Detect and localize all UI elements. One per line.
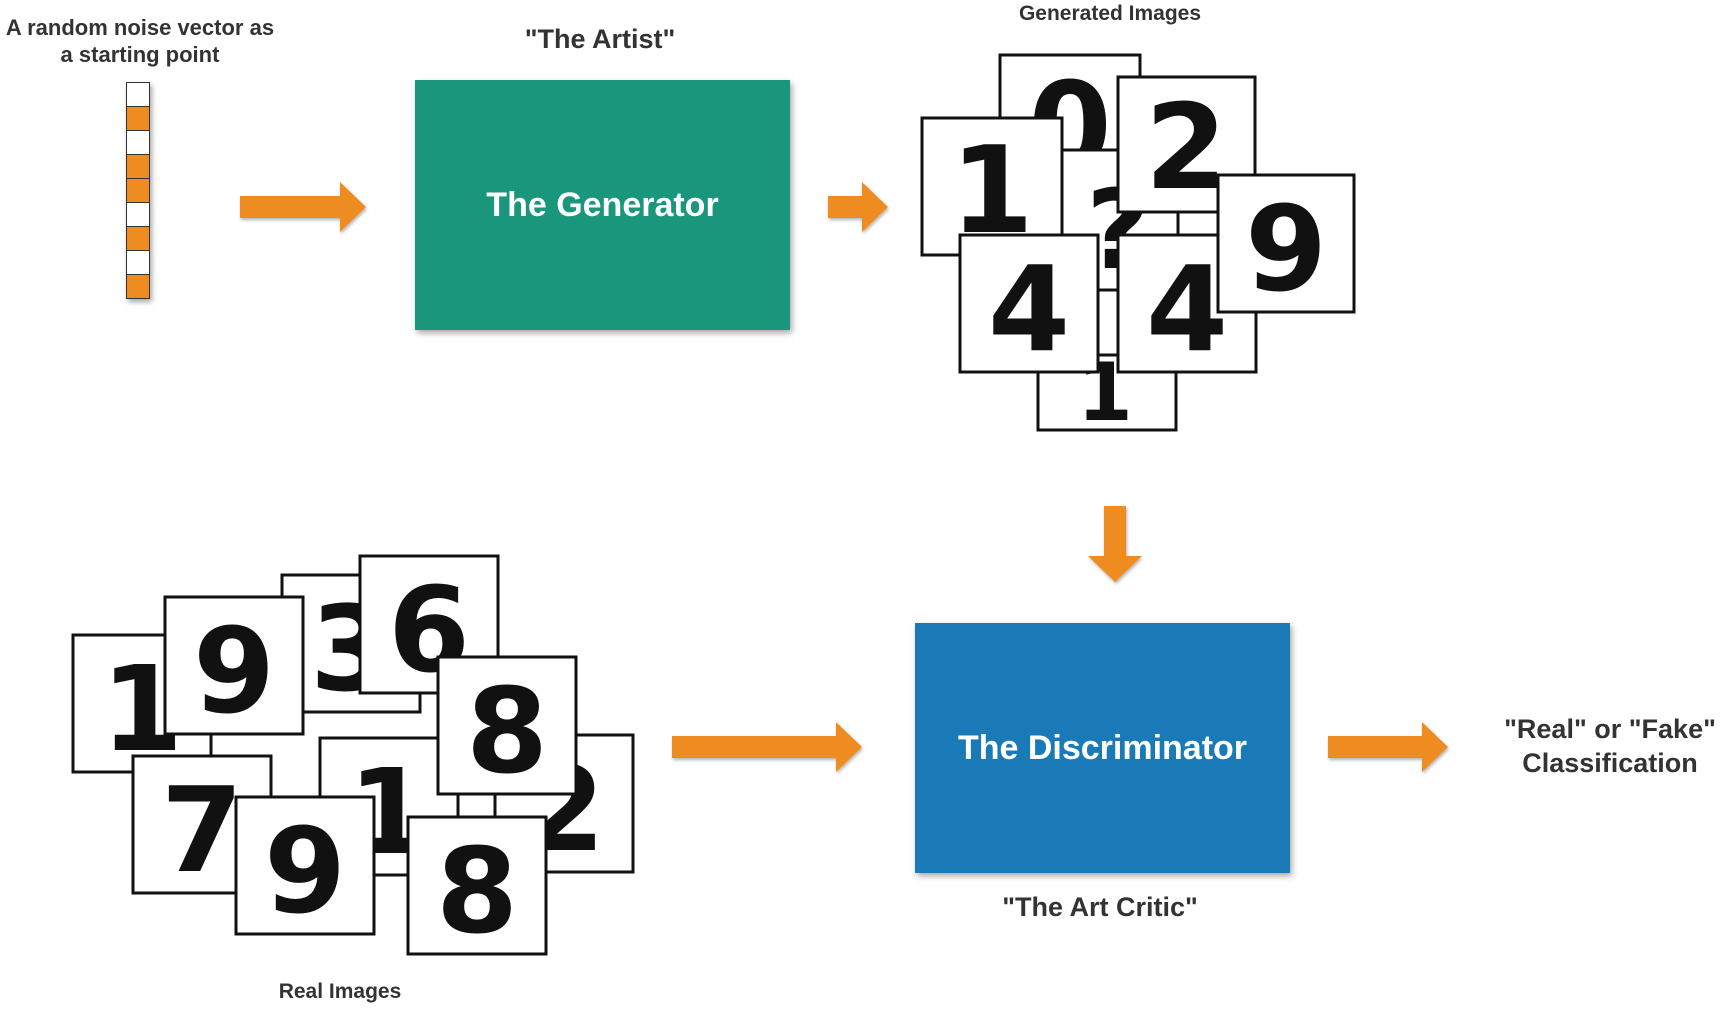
classification-line-2: Classification [1522,748,1698,778]
artist-label: "The Artist" [524,24,676,54]
real-image-tile: 9 [163,595,305,740]
real-image-tile: 8 [406,815,548,960]
real-images-label: Real Images [278,980,402,1003]
generated-images-label: Generated Images [1018,2,1202,25]
noise-cell [126,131,150,155]
discriminator-label: The Discriminator [957,728,1248,767]
noise-cell [126,107,150,131]
arrow-real-to-discriminator [672,722,862,772]
discriminator-box: The Discriminator [915,623,1290,873]
noise-cell [126,179,150,203]
generated-digit: 2 [1145,78,1227,216]
real-digit: 9 [193,602,275,740]
generated-digit: 4 [1146,240,1228,378]
generated-images-stack: 0 ? 1 2 1 4 4 9 [920,53,1356,439]
noise-cell [126,275,150,299]
real-image-tile: 9 [234,795,376,940]
real-images-stack: 1 3 1 2 9 6 7 9 [71,554,635,960]
generated-digit: 9 [1245,180,1327,318]
classification-line-1: "Real" or "Fake" [1504,714,1716,744]
generator-box: The Generator [415,80,790,330]
art-critic-label: "The Art Critic" [1002,892,1198,922]
noise-cell [126,251,150,275]
real-digit: 8 [466,662,548,800]
real-digit: 8 [436,822,518,960]
noise-vector-label: A random noise vector as a starting poin… [5,15,275,67]
classification-label: "Real" or "Fake" Classification [1480,712,1724,780]
generated-image-tile: 4 [958,233,1100,378]
real-digit: 7 [161,761,243,899]
generated-image-tile: 9 [1216,173,1356,318]
noise-cell [126,227,150,251]
noise-cell [126,203,150,227]
noise-cell [126,155,150,179]
real-image-tile: 8 [436,655,578,800]
noise-cell [126,82,150,107]
real-digit: 9 [264,802,346,940]
arrow-discriminator-to-output [1328,722,1448,772]
generated-digit: 4 [988,240,1070,378]
generator-label: The Generator [486,185,719,224]
arrow-noise-to-generator [240,182,366,232]
arrow-generator-to-generated [828,182,888,232]
arrow-generated-to-discriminator [1088,506,1142,582]
noise-vector [126,82,150,299]
